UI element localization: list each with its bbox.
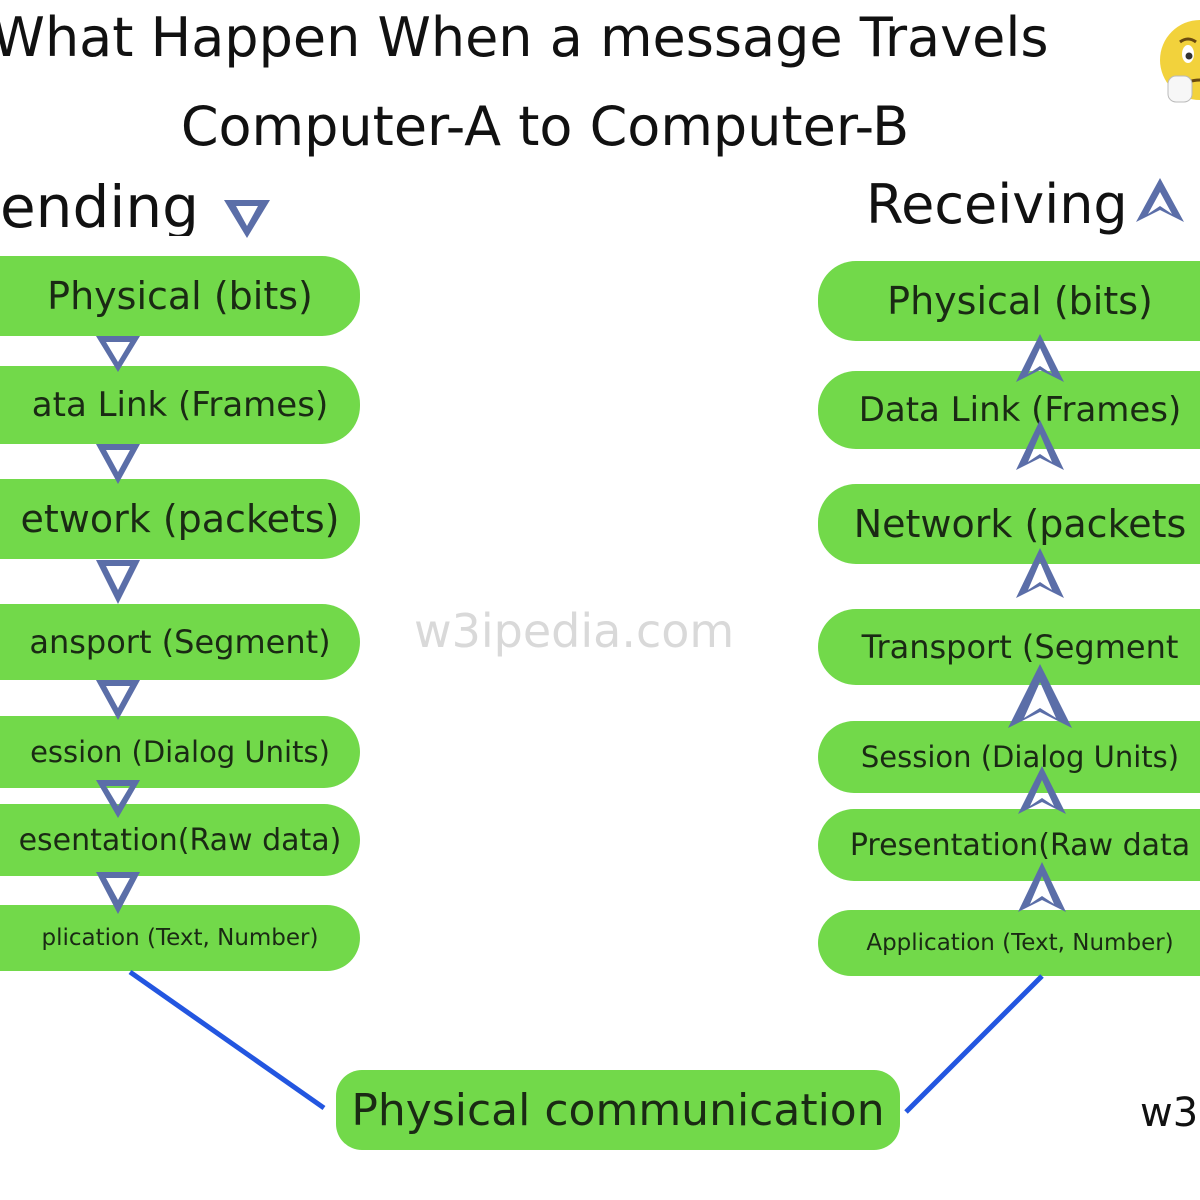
down-chevron-arrow-icon: [96, 444, 140, 484]
receiving-layer-physical: Physical (bits): [818, 261, 1200, 341]
sending-layer-presentation: esentation(Raw data): [0, 804, 360, 876]
sending-layer-session: ession (Dialog Units): [0, 716, 360, 788]
corner-watermark: w3: [1140, 1090, 1199, 1136]
sending-layer-network: etwork (packets): [0, 479, 360, 559]
sending-heading-down-icon: [224, 200, 270, 238]
sending-layer-physical: Physical (bits): [0, 256, 360, 336]
down-chevron-arrow-icon: [96, 680, 140, 720]
sending-layer-application: plication (Text, Number): [0, 905, 360, 971]
title-line-1: What Happen When a message Travels: [0, 6, 1049, 69]
receiving-layer-transport: Transport (Segment: [818, 609, 1200, 685]
right-connector-line: [904, 974, 1044, 1114]
receiving-layer-session: Session (Dialog Units): [818, 721, 1200, 793]
receiving-heading: Receiving: [866, 173, 1128, 236]
physical-communication-box: Physical communication: [336, 1070, 900, 1150]
receiving-layer-data-link: Data Link (Frames): [818, 371, 1200, 449]
receiving-heading-up-icon: [1136, 178, 1184, 222]
thinking-face-icon: [1158, 16, 1200, 108]
receiving-layer-application: Application (Text, Number): [818, 910, 1200, 976]
title-line-2: Computer-A to Computer-B: [180, 95, 910, 158]
down-chevron-arrow-icon: [96, 560, 140, 604]
sending-heading: ending: [0, 178, 199, 236]
left-connector-line: [128, 969, 326, 1111]
sending-layer-transport: ansport (Segment): [0, 604, 360, 680]
receiving-layer-network: Network (packets: [818, 484, 1200, 564]
sending-layer-data-link: ata Link (Frames): [0, 366, 360, 444]
receiving-layer-presentation: Presentation(Raw data: [818, 809, 1200, 881]
watermark: w3ipedia.com: [414, 604, 735, 658]
